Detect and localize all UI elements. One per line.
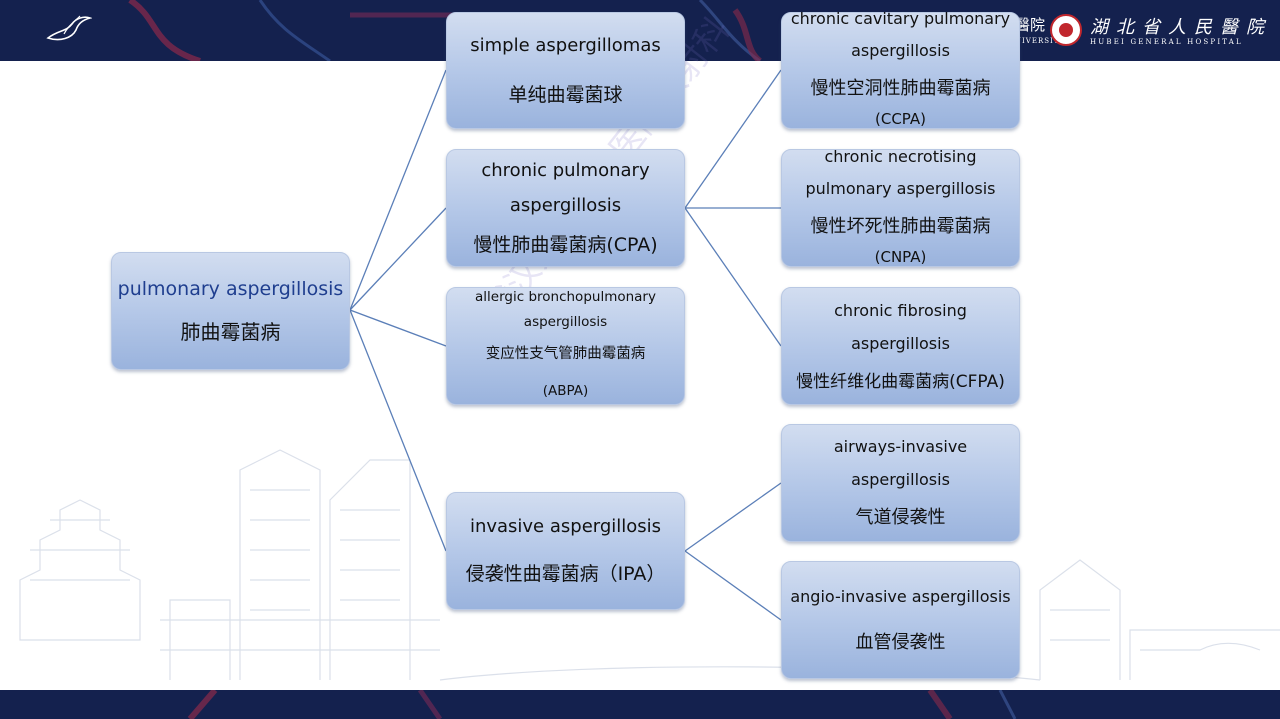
node-chronic-fibrosing-aspergillosis: chronic fibrosing aspergillosis 慢性纤维化曲霉菌… xyxy=(781,287,1020,405)
node-allergic-bronchopulmonary-aspergillosis: allergic bronchopulmonary aspergillosis … xyxy=(446,287,685,405)
node-label-cn: 慢性肺曲霉菌病(CPA) xyxy=(473,233,658,256)
node-label-en-1: chronic fibrosing xyxy=(834,300,967,320)
hospital-fragment-cn: 醫院 xyxy=(1015,16,1046,34)
node-label-en-1: chronic cavitary pulmonary xyxy=(790,9,1011,28)
node-pulmonary-aspergillosis: pulmonary aspergillosis 肺曲霉菌病 xyxy=(111,252,350,370)
footer-bar xyxy=(0,690,1280,719)
node-invasive-aspergillosis: invasive aspergillosis 侵袭性曲霉菌病（IPA） xyxy=(446,492,685,610)
node-label-abbr: (CCPA) xyxy=(875,110,926,128)
node-label-en-2: aspergillosis xyxy=(851,333,950,353)
hospital-emblem-icon xyxy=(1050,14,1082,46)
node-label-abbr: (ABPA) xyxy=(542,383,589,399)
node-label-cn: 变应性支气管肺曲霉菌病 xyxy=(485,346,646,362)
node-label-cn: 慢性纤维化曲霉菌病(CFPA) xyxy=(796,371,1005,392)
node-label-en-2: aspergillosis xyxy=(851,470,950,489)
university-logo-bird-icon xyxy=(46,15,92,41)
node-label-en: pulmonary aspergillosis xyxy=(117,277,344,300)
node-label-cn: 气道侵袭性 xyxy=(855,507,946,528)
node-label-en-2: aspergillosis xyxy=(851,41,950,60)
node-label-en-1: airways-invasive xyxy=(833,437,968,456)
footer-decoration xyxy=(187,690,1017,719)
node-chronic-necrotising-pulmonary-aspergillosis: chronic necrotising pulmonary aspergillo… xyxy=(781,147,1020,267)
node-angio-invasive-aspergillosis: angio-invasive aspergillosis 血管侵袭性 xyxy=(781,561,1020,679)
node-label-cn: 血管侵袭性 xyxy=(855,631,946,653)
node-label-en-2: pulmonary aspergillosis xyxy=(805,179,996,198)
node-label-en-1: allergic bronchopulmonary xyxy=(475,289,656,305)
node-label-cn: 慢性空洞性肺曲霉菌病 xyxy=(810,78,991,99)
node-label-en-1: chronic necrotising xyxy=(824,147,977,166)
hospital-name-en: HUBEI GENERAL HOSPITAL xyxy=(1090,38,1243,46)
hospital-name-cn: 湖北省人民醫院 xyxy=(1090,17,1272,38)
node-label-cn: 慢性坏死性肺曲霉菌病 xyxy=(810,216,991,237)
node-simple-aspergillomas: simple aspergillomas 单纯曲霉菌球 xyxy=(446,12,685,129)
node-label-cn: 肺曲霉菌病 xyxy=(180,319,281,344)
node-label-en-2: aspergillosis xyxy=(523,314,608,330)
node-label-en-1: chronic pulmonary xyxy=(481,159,650,181)
node-label-cn: 单纯曲霉菌球 xyxy=(508,83,623,106)
node-label-cn: 侵袭性曲霉菌病（IPA） xyxy=(465,563,666,585)
node-label-en: simple aspergillomas xyxy=(470,34,661,56)
university-fragment: UNIVERSITY xyxy=(1008,37,1066,45)
node-airways-invasive-aspergillosis: airways-invasive aspergillosis 气道侵袭性 xyxy=(781,424,1020,542)
node-label-en: invasive aspergillosis xyxy=(469,516,662,537)
node-chronic-pulmonary-aspergillosis: chronic pulmonary aspergillosis 慢性肺曲霉菌病(… xyxy=(446,149,685,267)
node-label-en-2: aspergillosis xyxy=(509,194,622,216)
node-chronic-cavitary-pulmonary-aspergillosis: chronic cavitary pulmonary aspergillosis… xyxy=(781,9,1020,129)
node-label-abbr: (CNPA) xyxy=(874,248,927,266)
node-label-en: angio-invasive aspergillosis xyxy=(790,586,1011,606)
